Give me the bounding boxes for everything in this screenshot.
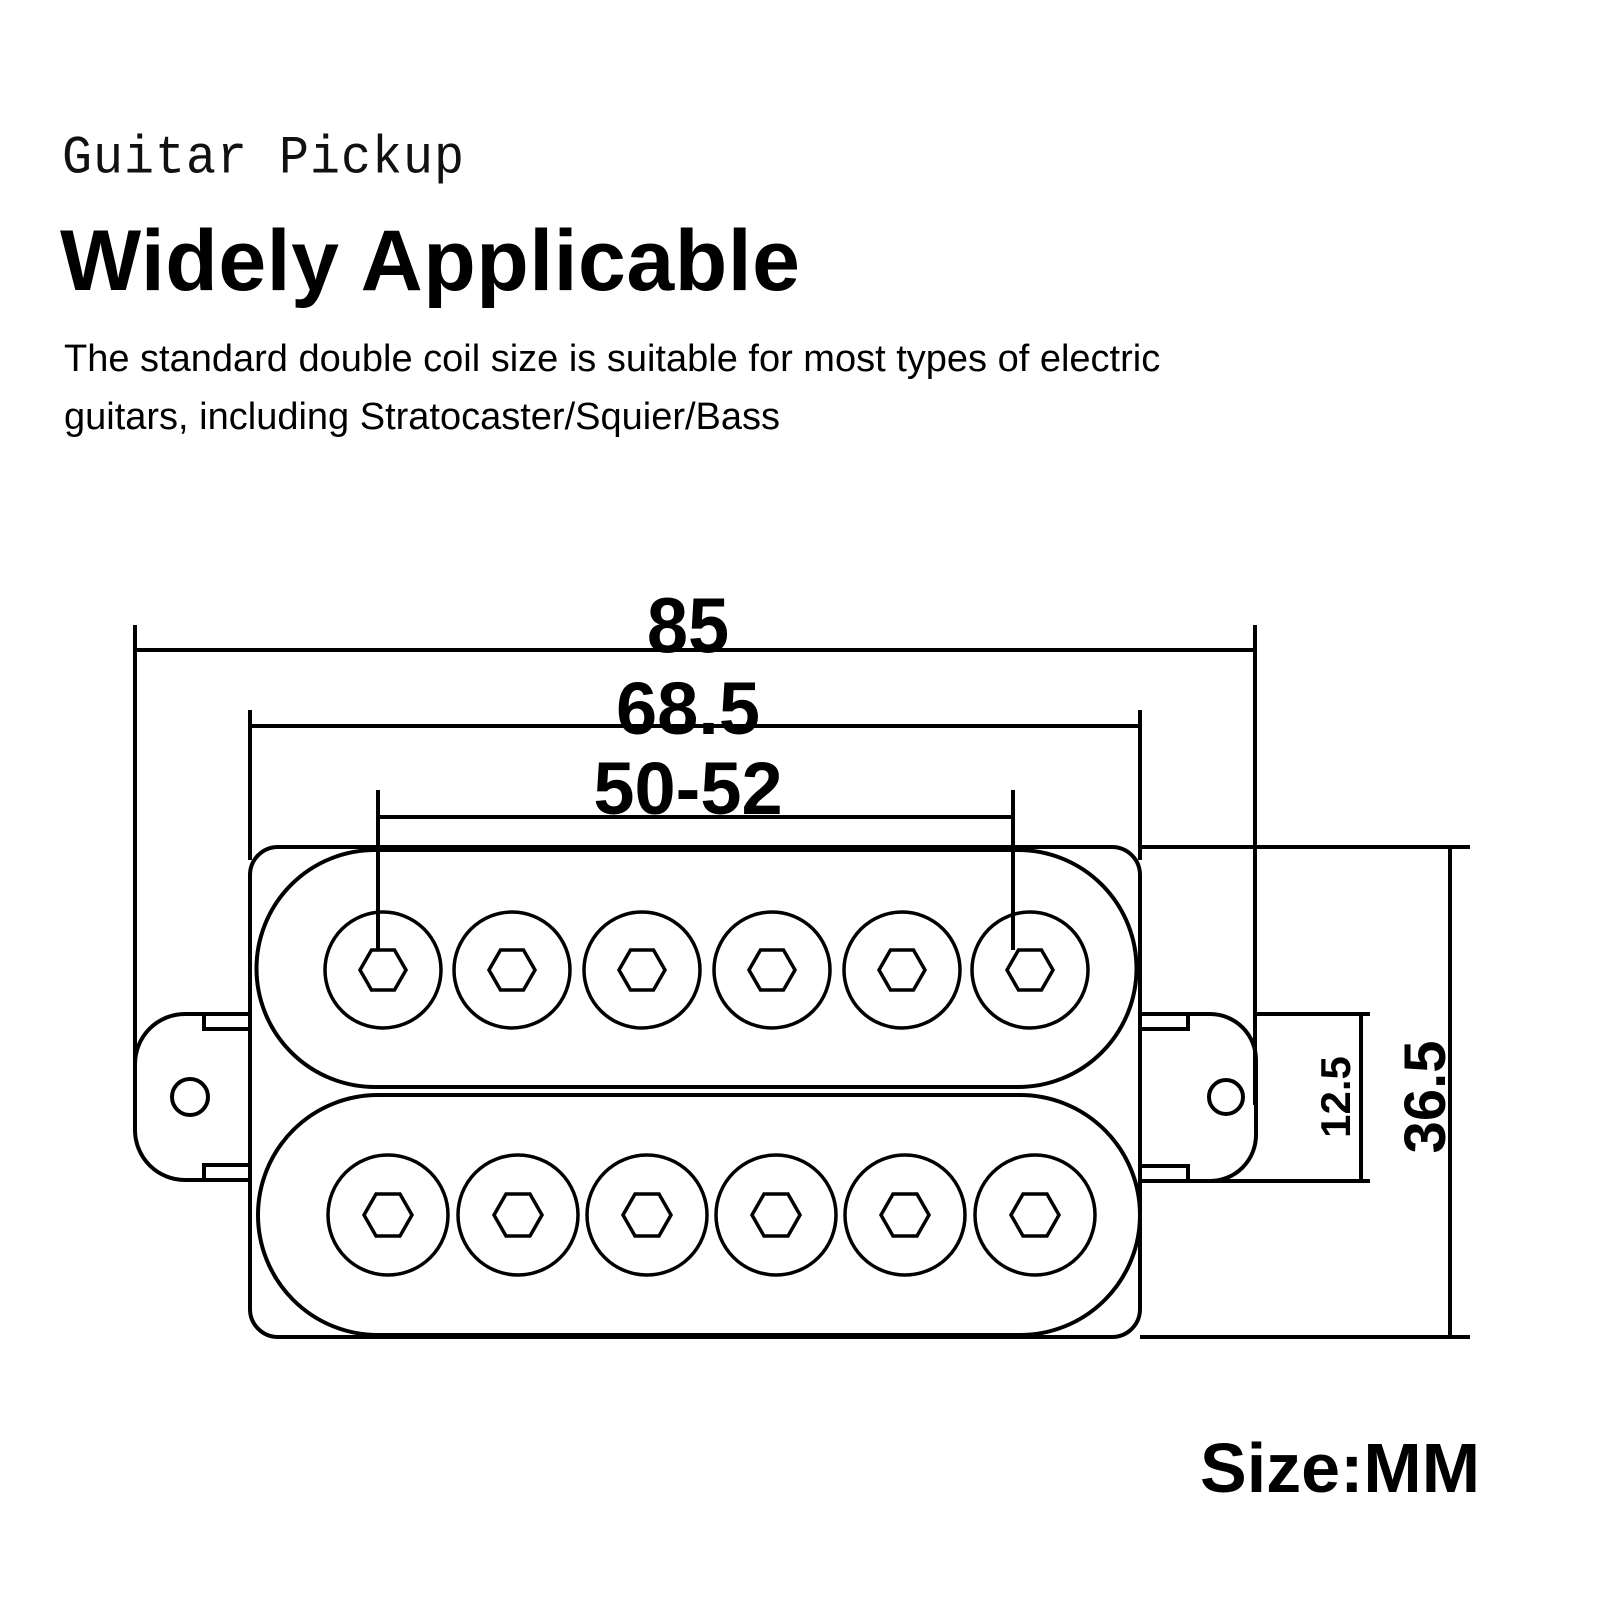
hex-screw-icon [878, 1192, 932, 1238]
hex-screw-icon [620, 1192, 674, 1238]
hex-screw-icon [1008, 1192, 1062, 1238]
label-cover-length: 68.5 [616, 667, 760, 750]
pole-piece [714, 1153, 838, 1277]
description-line-1: The standard double coil size is suitabl… [64, 338, 1161, 380]
dimension-tab-height [1210, 1012, 1370, 1183]
hex-screw-icon [491, 1192, 545, 1238]
hex-screw-icon [746, 948, 798, 992]
pole-piece [973, 1153, 1097, 1277]
bottom-pole-pieces [326, 1153, 1097, 1277]
dimension-cover-width [1140, 845, 1470, 1339]
label-tab-height: 12.5 [1312, 1056, 1359, 1138]
hex-screw-icon [616, 948, 668, 992]
label-cover-width: 36.5 [1393, 1041, 1458, 1154]
pole-piece [843, 1153, 967, 1277]
pole-piece [452, 910, 572, 1030]
pole-piece [585, 1153, 709, 1277]
pole-piece [323, 910, 443, 1030]
hex-screw-icon [486, 948, 538, 992]
description-line-2: guitars, including Stratocaster/Squier/B… [64, 396, 781, 438]
dimension-pole-spacing [376, 790, 1015, 950]
pole-piece [456, 1153, 580, 1277]
pole-piece [712, 910, 832, 1030]
top-pole-pieces [323, 910, 1090, 1030]
right-mounting-tab [1140, 1012, 1258, 1183]
pole-piece [326, 1153, 450, 1277]
label-overall-length: 85 [647, 582, 729, 669]
subtitle: Guitar Pickup [62, 128, 466, 190]
circle-hole-icon [170, 1077, 210, 1117]
dimension-cover-length [248, 710, 1142, 860]
hex-screw-icon [749, 1192, 803, 1238]
hex-screw-icon [1004, 948, 1056, 992]
bottom-coil-outline [256, 1093, 1142, 1337]
page-title: Widely Applicable [60, 213, 801, 309]
pole-piece [842, 910, 962, 1030]
pole-piece [970, 910, 1090, 1030]
hex-screw-icon [361, 1192, 415, 1238]
hex-screw-icon [876, 948, 928, 992]
pole-piece [582, 910, 702, 1030]
left-mounting-tab [133, 1012, 252, 1182]
dimension-overall-length [133, 625, 1257, 1110]
size-unit-label: Size:MM [1200, 1429, 1480, 1507]
hex-screw-icon [357, 948, 409, 992]
circle-hole-icon [1207, 1078, 1245, 1116]
pickup-cover [248, 845, 1142, 1339]
description: The standard double coil size is suitabl… [64, 330, 1464, 446]
label-pole-spacing: 50-52 [593, 747, 782, 830]
top-coil-outline [254, 848, 1139, 1089]
